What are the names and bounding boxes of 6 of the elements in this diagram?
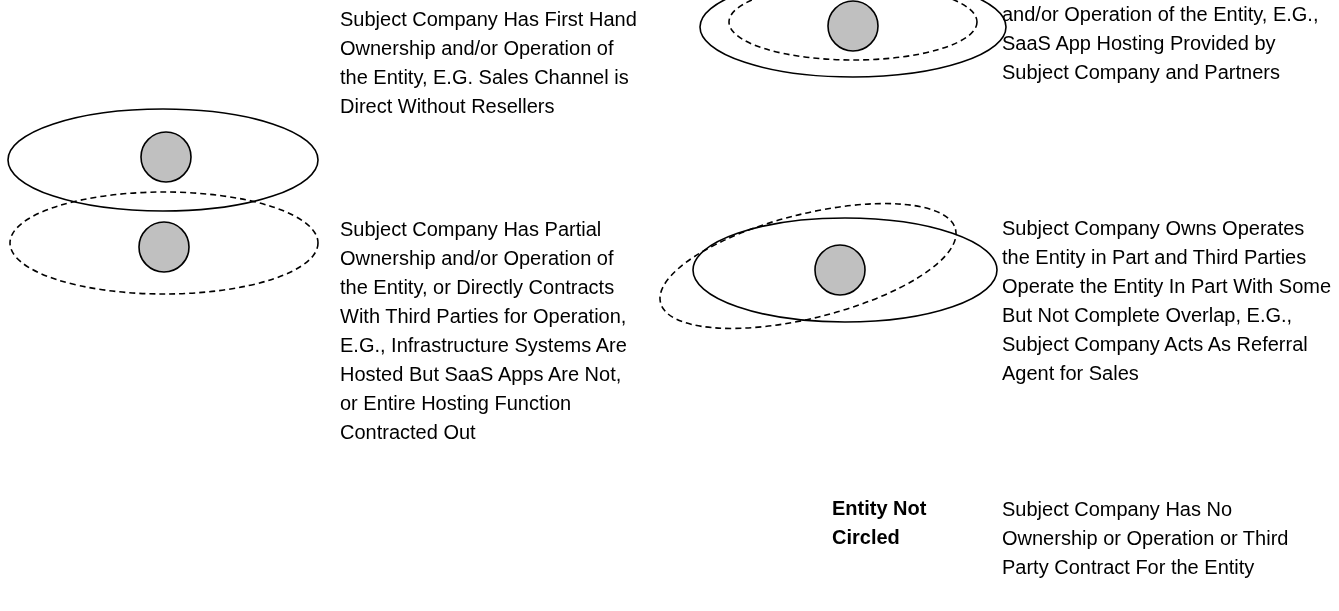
legend-text: and/or Operation of the Entity, E.G., SaaS App Hosting Provided by Subject Company and Partners [1002, 2, 1320, 85]
legend-text: Subject Company Owns Operates the Entity in Part and Third Parties Operate the Entity In Part With Some But Not Complete Overlap, E.G., Subject Company Acts As Referral Agent for Sales [1002, 216, 1332, 386]
legend-text: Subject Company Has First Hand Ownership and/or Operation of the Entity, E.G. Sales Channel is Direct Without Resellers [340, 7, 638, 119]
legend-text: Subject Company Has Partial Ownership and/or Operation of the Entity, or Directly Contracts With Third Parties for Operation, E.G., Infrastructure Systems Are Hosted But SaaS Apps Are Not, or Entire Hosting Function Contracted Out [340, 217, 628, 445]
note-text: Entity Not Circled [832, 496, 928, 550]
legend-text: Subject Company Has No Ownership or Operation or Third Party Contract For the Entity [1002, 497, 1290, 580]
